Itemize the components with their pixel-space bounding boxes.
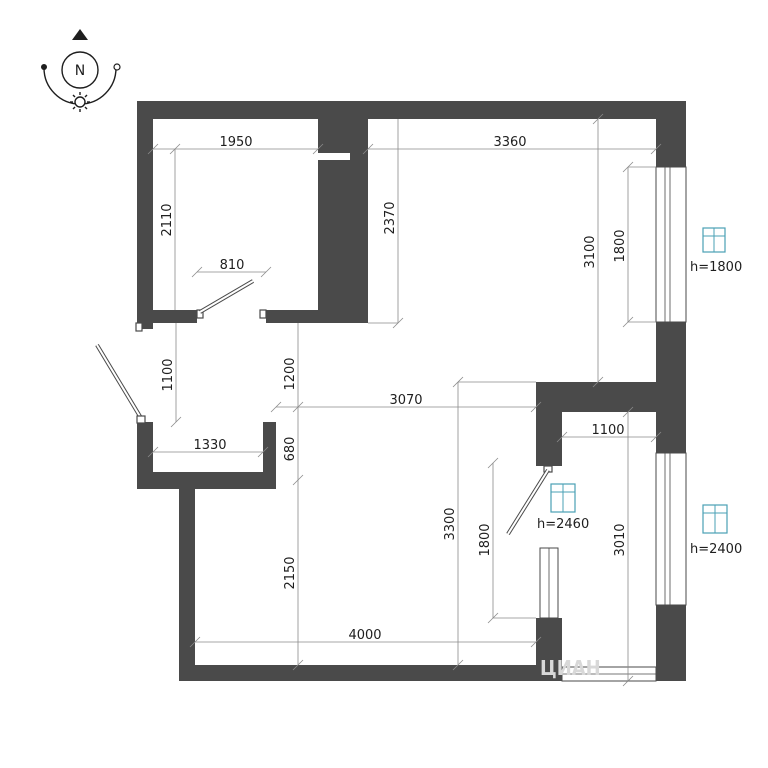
window-tag-top: h=1800	[690, 227, 742, 275]
door-room1	[196, 279, 267, 319]
wall-balcony-pillar	[536, 618, 562, 681]
door-entrance	[95, 322, 146, 424]
wall-room1-bottom-right	[266, 310, 326, 323]
compass-left-dot	[41, 64, 47, 70]
dim-4000: 4000	[348, 628, 381, 643]
north-label: N	[75, 63, 85, 79]
wall-left-lower	[179, 472, 195, 681]
wall-entry-right-stub	[263, 422, 276, 472]
walls	[137, 101, 686, 681]
dim-1330: 1330	[193, 438, 226, 453]
wall-bottom	[179, 665, 536, 681]
wall-top	[137, 101, 686, 119]
window-height-label: h=1800	[690, 260, 742, 275]
dim-1950: 1950	[219, 135, 252, 150]
wall-entry-bottom	[137, 472, 276, 489]
door-balcony	[506, 465, 553, 536]
watermark: ЦИАН	[540, 656, 601, 680]
compass-circle	[61, 51, 99, 89]
dim-810: 810	[220, 258, 245, 273]
wall-balcony-left	[536, 382, 562, 466]
sun-icon	[70, 92, 90, 112]
balcony-door-height-label: h=2460	[537, 517, 589, 532]
dim-680: 680	[283, 437, 298, 462]
dim-3070: 3070	[389, 393, 422, 408]
dim-3100: 3100	[583, 235, 598, 268]
dim-1100-balcony: 1100	[591, 423, 624, 438]
wall-right-top	[656, 101, 686, 167]
north-arrow-icon	[72, 29, 88, 40]
dim-3360: 3360	[493, 135, 526, 150]
dim-2110: 2110	[160, 203, 175, 236]
window-height-label: h=2400	[690, 542, 742, 557]
window-icon	[702, 504, 728, 534]
dim-3010: 3010	[613, 523, 628, 556]
wall-left-upper	[137, 101, 153, 329]
dim-1200: 1200	[283, 357, 298, 390]
wall-room1-bottom-left	[137, 310, 197, 323]
dim-1800-door: 1800	[478, 523, 493, 556]
window-top-right	[655, 166, 687, 323]
dimension-labels: 1950 2110 810 2370 3360 3100 1800 1100 1…	[160, 135, 628, 643]
dim-1800-window: 1800	[613, 229, 628, 262]
compass: N	[41, 29, 121, 112]
window-icon	[702, 227, 726, 253]
door-window-icon	[550, 483, 576, 513]
window-bottom-right	[655, 452, 687, 606]
dim-2370: 2370	[383, 201, 398, 234]
window-tag-balcony: h=2460	[537, 483, 589, 532]
dimension-lines	[147, 113, 662, 687]
compass-right-dot	[113, 63, 121, 71]
dim-2150: 2150	[283, 556, 298, 589]
wall-right-bottom	[656, 605, 686, 681]
dim-1100-entry: 1100	[161, 358, 176, 391]
watermark-text: ЦИАН	[540, 656, 601, 680]
balcony-door-glazing	[539, 547, 657, 682]
dim-3300: 3300	[443, 507, 458, 540]
window-tag-bottom: h=2400	[690, 504, 742, 557]
